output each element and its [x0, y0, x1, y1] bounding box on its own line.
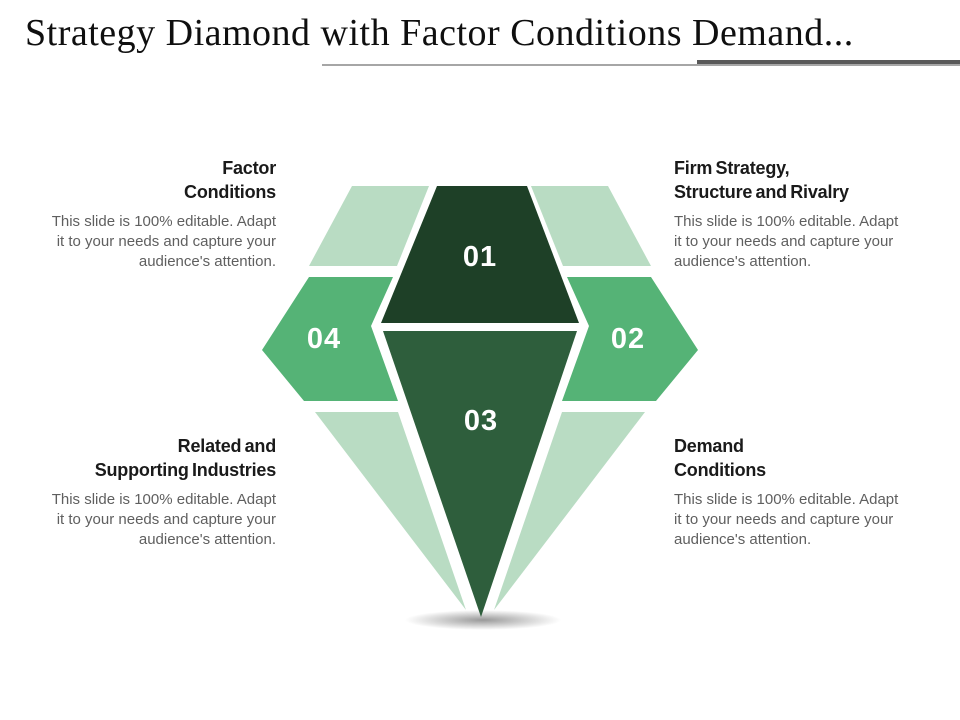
demand-conditions-description: This slide is 100% editable. Adapt it to…: [674, 491, 899, 548]
number-03-label: 03: [464, 405, 498, 437]
firm-strategy-description: This slide is 100% editable. Adapt it to…: [674, 213, 899, 270]
title-underline-accent: [697, 60, 960, 64]
chevron-02: [562, 277, 698, 401]
facet-top-left: [309, 186, 429, 266]
factor-conditions-block: Factor Conditions This slide is 100% edi…: [18, 156, 277, 272]
facet-bottom-right: [494, 412, 645, 610]
related-industries-block: Related and Supporting Industries This s…: [18, 434, 277, 550]
facet-bottom-left: [315, 412, 466, 610]
related-industries-heading: Related and Supporting Industries: [94, 436, 276, 480]
title-underline: [322, 64, 960, 66]
number-01-label: 01: [463, 241, 497, 273]
related-industries-description: This slide is 100% editable. Adapt it to…: [51, 491, 276, 548]
shape-03-triangle: [383, 331, 577, 617]
facet-top-right: [531, 186, 651, 266]
diamond-shadow: [405, 610, 561, 630]
shape-01-trapezoid: [381, 186, 579, 323]
firm-strategy-block: Firm Strategy, Structure and Rivalry Thi…: [674, 156, 924, 272]
number-04-label: 04: [307, 323, 341, 355]
chevron-04: [262, 277, 398, 401]
slide-title: Strategy Diamond with Factor Conditions …: [25, 12, 854, 54]
factor-conditions-description: This slide is 100% editable. Adapt it to…: [51, 213, 276, 270]
factor-conditions-heading: Factor Conditions: [184, 158, 276, 202]
firm-strategy-heading: Firm Strategy, Structure and Rivalry: [674, 158, 849, 202]
demand-conditions-heading: Demand Conditions: [674, 436, 766, 480]
number-02-label: 02: [611, 323, 645, 355]
demand-conditions-block: Demand Conditions This slide is 100% edi…: [674, 434, 924, 550]
